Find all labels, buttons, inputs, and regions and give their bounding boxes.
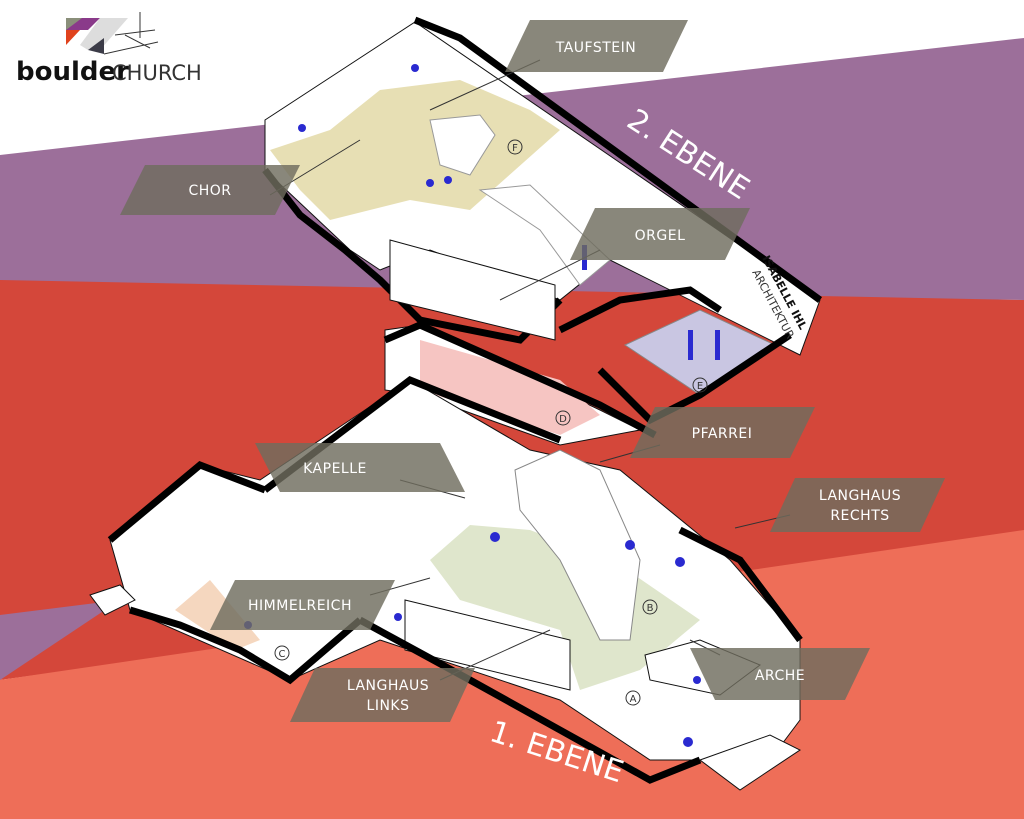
label-himmelreich: HIMMELREICH — [210, 580, 395, 630]
marker-c: C — [279, 649, 286, 660]
label-kapelle: KAPELLE — [255, 443, 465, 492]
marker-b: B — [647, 603, 654, 614]
person-icon — [625, 540, 635, 550]
svg-text:RECHTS: RECHTS — [830, 508, 889, 524]
marker-f: F — [512, 143, 518, 154]
person-icon — [298, 124, 306, 132]
person-icon — [683, 737, 693, 747]
marker-d: D — [559, 414, 567, 425]
svg-text:LANGHAUS: LANGHAUS — [819, 488, 901, 504]
marker-e: E — [697, 381, 703, 392]
person-icon — [675, 557, 685, 567]
person-icon — [490, 532, 500, 542]
room-markers: F E D B C A — [274, 139, 708, 706]
svg-text:TAUFSTEIN: TAUFSTEIN — [555, 40, 636, 56]
person-icon — [444, 176, 452, 184]
boulderchurch-logo: boulder CHURCH — [16, 12, 202, 87]
middle-level — [383, 321, 657, 446]
label-orgel: ORGEL — [570, 208, 750, 260]
svg-text:boulder: boulder — [16, 57, 129, 87]
svg-text:PFARREI: PFARREI — [692, 426, 753, 442]
upper-level — [262, 16, 823, 425]
svg-text:HIMMELREICH: HIMMELREICH — [248, 598, 352, 614]
svg-text:LANGHAUS: LANGHAUS — [347, 678, 429, 694]
svg-text:ORGEL: ORGEL — [635, 228, 686, 244]
svg-text:LINKS: LINKS — [367, 698, 410, 714]
label-langhaus-links: LANGHAUS LINKS — [290, 668, 475, 722]
purple-band-bottom — [0, 600, 120, 680]
person-icon — [394, 613, 402, 621]
label-pfarrei: PFARREI — [630, 407, 815, 458]
label-taufstein: TAUFSTEIN — [505, 20, 688, 72]
svg-text:ARCHE: ARCHE — [755, 668, 805, 684]
label-chor: CHOR — [120, 165, 300, 215]
svg-text:KAPELLE: KAPELLE — [303, 461, 367, 477]
person-icon — [715, 330, 720, 360]
person-icon — [411, 64, 419, 72]
person-icon — [688, 330, 693, 360]
label-arche: ARCHE — [690, 648, 870, 700]
label-langhaus-rechts: LANGHAUS RECHTS — [770, 478, 945, 532]
person-icon — [693, 676, 701, 684]
svg-text:CHOR: CHOR — [188, 183, 231, 199]
svg-text:CHURCH: CHURCH — [112, 61, 202, 85]
person-icon — [426, 179, 434, 187]
marker-a: A — [630, 694, 637, 705]
